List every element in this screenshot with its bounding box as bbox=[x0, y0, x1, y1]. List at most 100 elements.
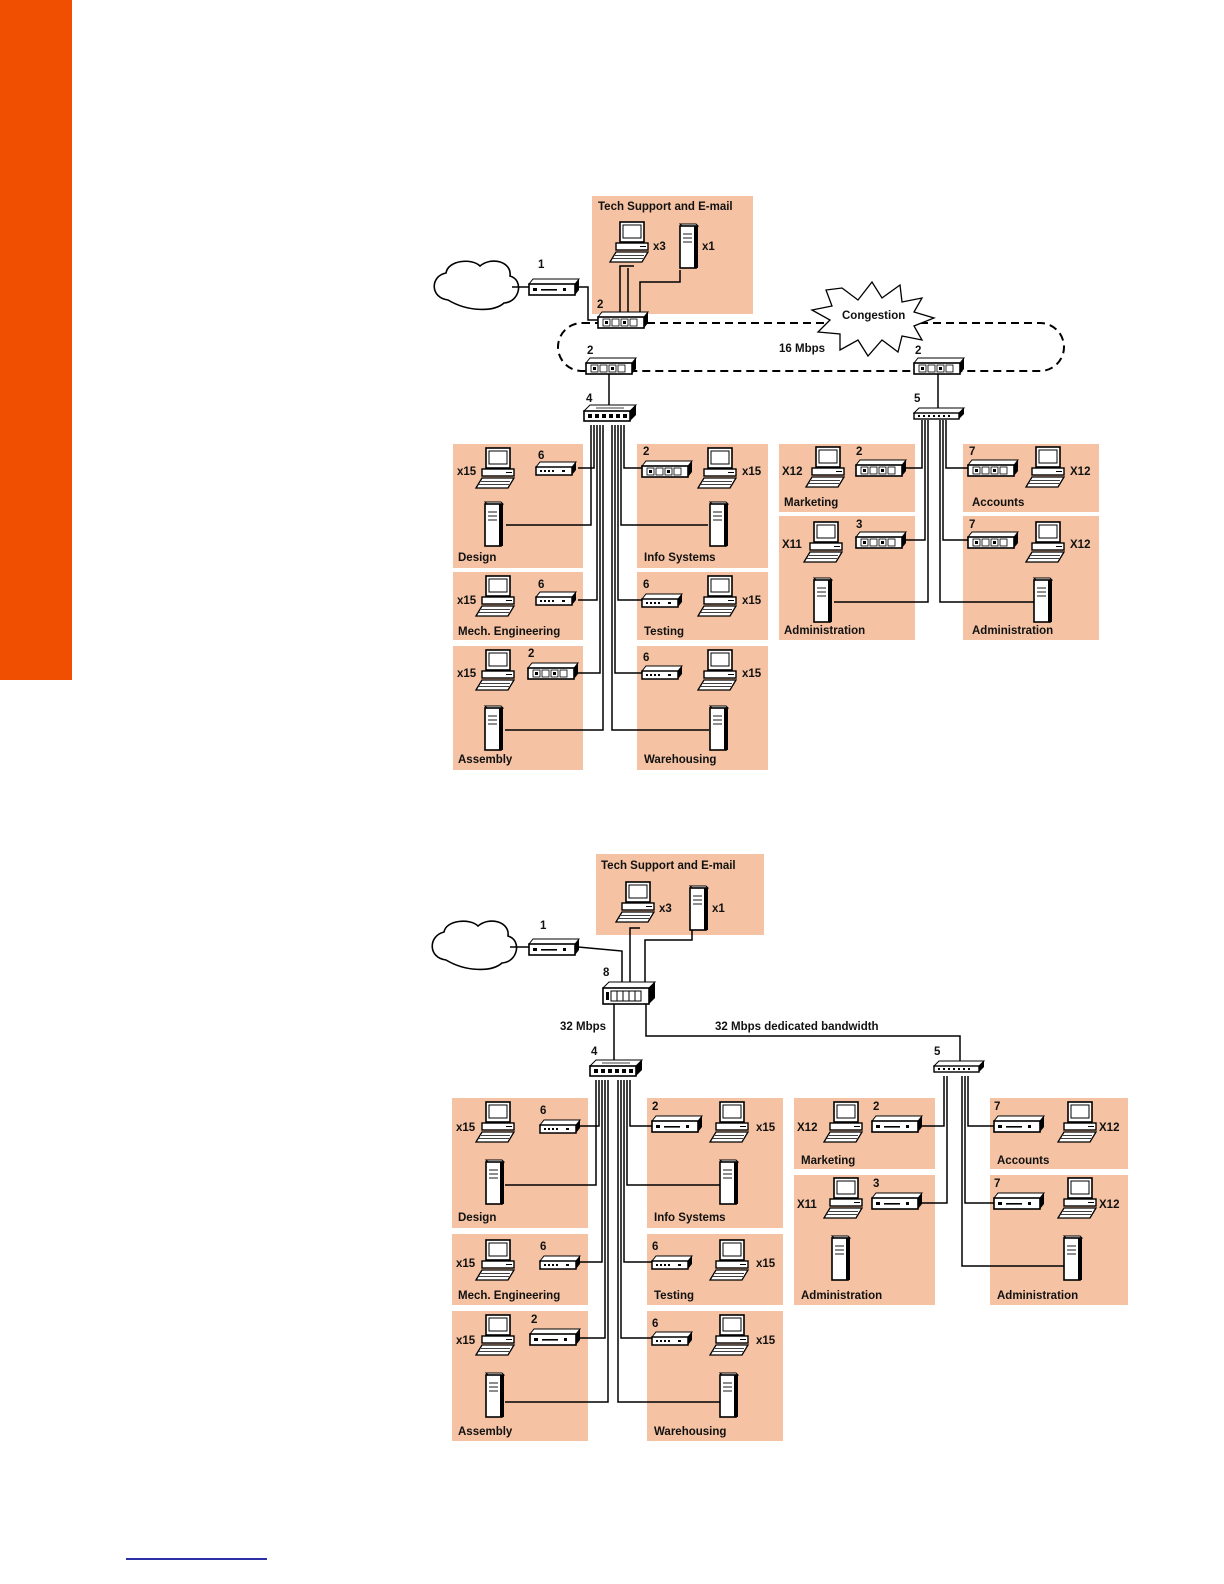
server-icon bbox=[1063, 1235, 1083, 1281]
count-label: x15 bbox=[456, 1335, 476, 1347]
token-ring-16mbps bbox=[557, 322, 1065, 372]
zone-label-assembly: Assembly bbox=[458, 1426, 513, 1438]
switch-icon bbox=[855, 531, 907, 549]
server-icon bbox=[679, 223, 699, 269]
count-label: x15 bbox=[742, 595, 762, 607]
count-label: X11 bbox=[797, 1199, 817, 1211]
count-label: X12 bbox=[1070, 466, 1090, 478]
device-number: 7 bbox=[994, 1178, 1000, 1190]
zone-marketing bbox=[779, 444, 915, 512]
zone-label-warehousing: Warehousing bbox=[644, 754, 716, 766]
count-label: X12 bbox=[782, 466, 802, 478]
zone-label-mech: Mech. Engineering bbox=[458, 626, 560, 638]
count-label: x15 bbox=[742, 668, 762, 680]
hub-icon bbox=[641, 665, 683, 680]
device-number: 4 bbox=[591, 1046, 598, 1058]
switch-icon bbox=[641, 460, 693, 478]
device-number: 6 bbox=[643, 579, 649, 591]
hub-icon bbox=[539, 1119, 581, 1134]
router-icon bbox=[871, 1115, 923, 1133]
count-label: x15 bbox=[756, 1258, 776, 1270]
device-number: 2 bbox=[587, 345, 593, 357]
device-number: 6 bbox=[538, 450, 544, 462]
count-label: x3 bbox=[659, 903, 672, 915]
router-icon bbox=[993, 1192, 1045, 1210]
zone-label-administration: Administration bbox=[972, 625, 1053, 637]
count-label: X12 bbox=[797, 1122, 817, 1134]
device-number: 2 bbox=[531, 1314, 537, 1326]
count-label: x15 bbox=[456, 1258, 476, 1270]
zone-title: Tech Support and E-mail bbox=[598, 201, 733, 213]
hub-icon bbox=[641, 593, 683, 608]
switch-icon bbox=[589, 1059, 643, 1077]
hub-icon bbox=[933, 1060, 985, 1073]
server-icon bbox=[709, 705, 729, 751]
count-label: x15 bbox=[457, 668, 477, 680]
count-label: X12 bbox=[1099, 1122, 1119, 1134]
device-number: 1 bbox=[540, 920, 547, 932]
speed-label: 32 Mbps bbox=[560, 1021, 606, 1033]
router-icon bbox=[651, 1115, 703, 1133]
server-icon bbox=[709, 501, 729, 547]
hub-icon bbox=[651, 1331, 693, 1346]
count-label: X11 bbox=[782, 539, 802, 551]
device-number: 8 bbox=[603, 967, 610, 979]
zone-label-warehousing: Warehousing bbox=[654, 1426, 726, 1438]
server-icon bbox=[689, 885, 709, 931]
device-number: 4 bbox=[586, 393, 593, 405]
cloud-icon bbox=[431, 920, 518, 971]
device-number: 2 bbox=[873, 1101, 879, 1113]
router-icon bbox=[871, 1192, 923, 1210]
zone-label-marketing: Marketing bbox=[784, 497, 838, 509]
zone-label-marketing: Marketing bbox=[801, 1155, 855, 1167]
device-number: 7 bbox=[969, 446, 975, 458]
hub-icon bbox=[651, 1255, 693, 1270]
device-number: 2 bbox=[528, 648, 534, 660]
zone-label-accounts: Accounts bbox=[997, 1155, 1049, 1167]
switch-icon bbox=[855, 459, 907, 477]
device-number: 6 bbox=[643, 652, 649, 664]
count-label: x15 bbox=[756, 1335, 776, 1347]
zone-label-info: Info Systems bbox=[644, 552, 716, 564]
hub-icon bbox=[913, 407, 965, 420]
server-icon bbox=[831, 1235, 851, 1281]
cloud-icon bbox=[433, 260, 520, 311]
hub-icon bbox=[535, 461, 577, 476]
device-number: 6 bbox=[540, 1241, 546, 1253]
speed-label: 16 Mbps bbox=[779, 343, 825, 355]
switch-icon bbox=[967, 459, 1019, 477]
zone-label-testing: Testing bbox=[654, 1290, 694, 1302]
router-icon bbox=[528, 938, 580, 956]
zone-label-accounts: Accounts bbox=[972, 497, 1024, 509]
device-number: 2 bbox=[597, 299, 603, 311]
zone-marketing bbox=[794, 1098, 935, 1169]
device-number: 2 bbox=[856, 446, 862, 458]
zone-label-mech: Mech. Engineering bbox=[458, 1290, 560, 1302]
server-icon bbox=[485, 1372, 505, 1418]
wires-top bbox=[505, 265, 1035, 731]
zone-warehousing bbox=[647, 1311, 783, 1441]
count-label: x15 bbox=[457, 595, 477, 607]
footer-rule bbox=[126, 1558, 267, 1560]
switch-icon bbox=[585, 357, 637, 375]
router-icon bbox=[528, 278, 580, 296]
server-icon bbox=[719, 1372, 739, 1418]
switch-icon bbox=[527, 662, 579, 680]
device-number: 2 bbox=[643, 446, 649, 458]
zone-label-assembly: Assembly bbox=[458, 754, 513, 766]
switch-icon bbox=[597, 311, 649, 329]
device-number: 3 bbox=[873, 1178, 879, 1190]
device-number: 2 bbox=[652, 1101, 658, 1113]
zone-warehousing bbox=[637, 646, 768, 770]
zone-label-info: Info Systems bbox=[654, 1212, 726, 1224]
zone-design bbox=[452, 1098, 588, 1228]
device-number: 7 bbox=[969, 519, 975, 531]
device-number: 3 bbox=[856, 519, 862, 531]
device-number: 6 bbox=[652, 1241, 658, 1253]
hub-icon bbox=[535, 591, 577, 606]
core-switch-icon bbox=[602, 981, 656, 1005]
device-number: 1 bbox=[538, 259, 545, 271]
zone-label-administration: Administration bbox=[997, 1290, 1078, 1302]
device-number: 5 bbox=[914, 393, 921, 405]
